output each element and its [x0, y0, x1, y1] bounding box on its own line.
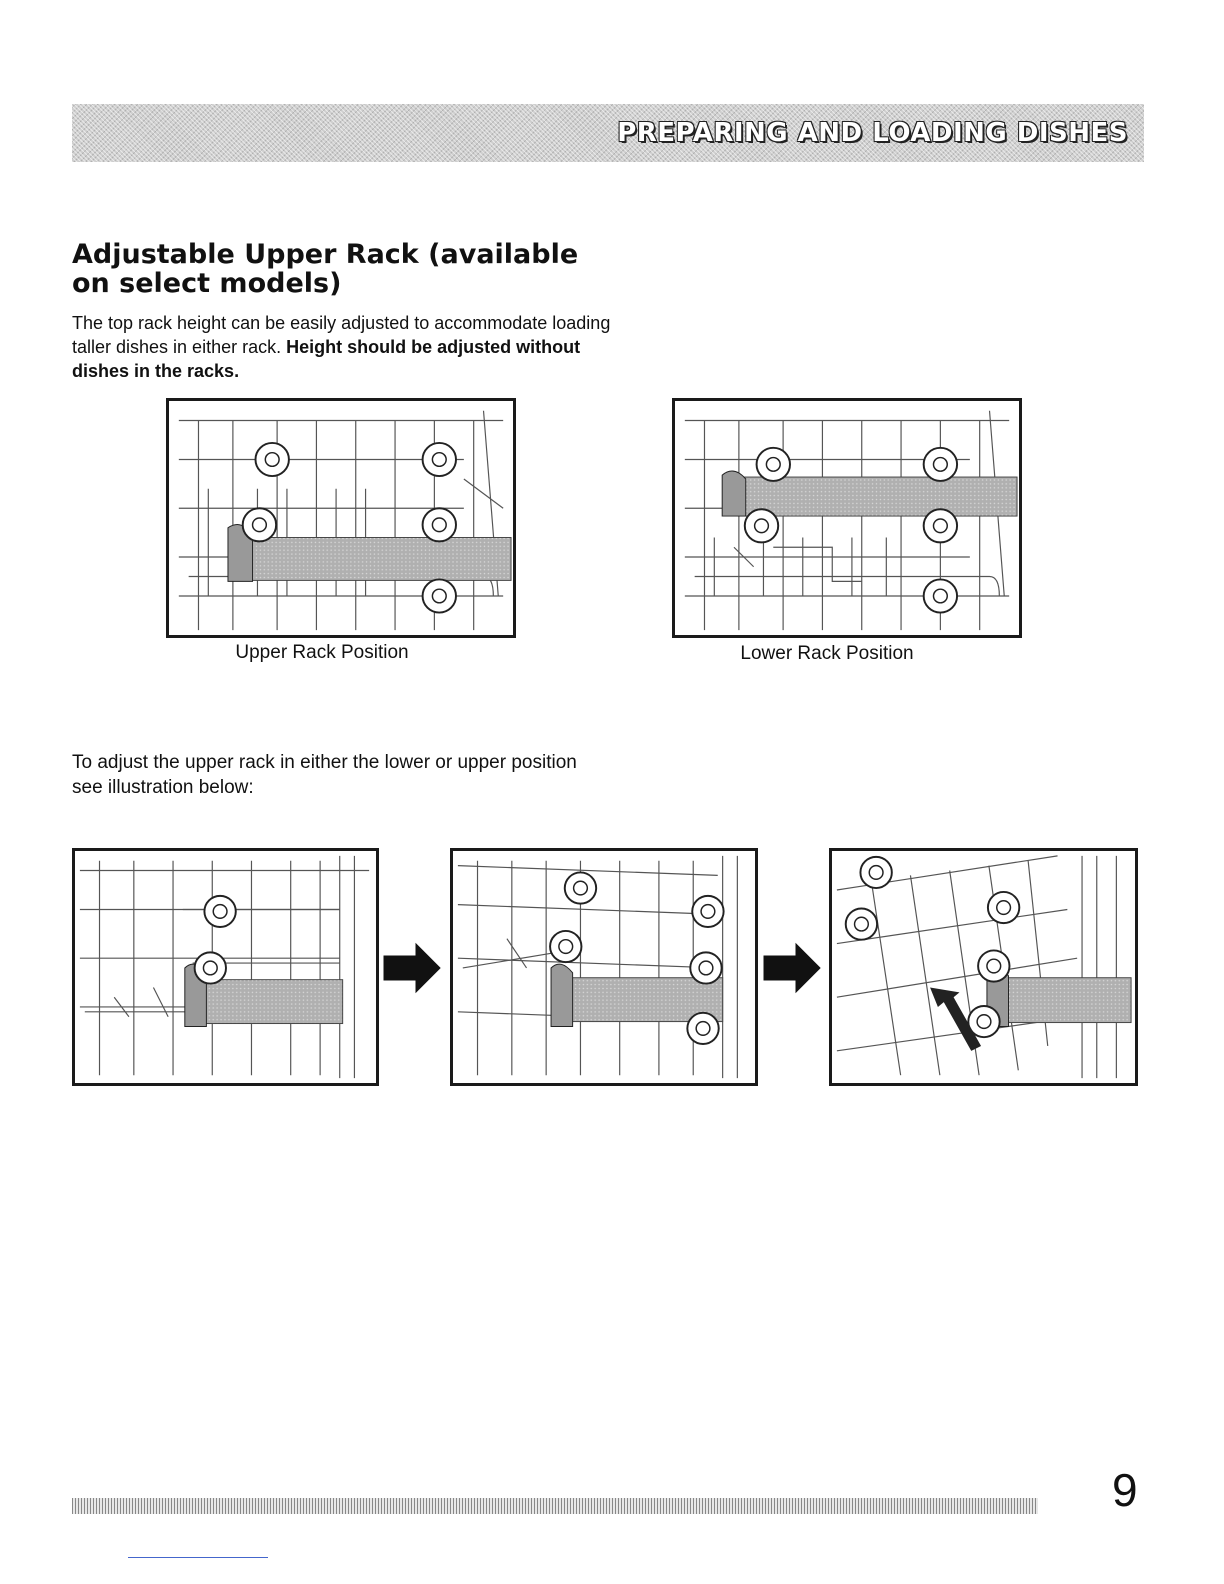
- arrow-up-left-icon: [930, 987, 982, 1051]
- step-1-illustration: [72, 848, 379, 1086]
- upper-rack-caption: Upper Rack Position: [235, 642, 409, 663]
- lower-rack-position-illustration: [672, 398, 1022, 638]
- step-2-illustration: [450, 848, 758, 1086]
- intro-bold-text: Height should be adjusted without dishes…: [72, 337, 581, 381]
- bottom-link-line: [128, 1557, 268, 1558]
- banner-title: PREPARING AND LOADING DISHES: [617, 118, 1128, 148]
- arrow-right-icon: [763, 942, 821, 994]
- intro-text: The top rack height can be easily adjust…: [72, 313, 611, 357]
- page-number: 9: [1112, 1464, 1138, 1516]
- footer-rule: [72, 1498, 1038, 1514]
- intro-paragraph: The top rack height can be easily adjust…: [72, 311, 612, 383]
- lower-rack-caption: Lower Rack Position: [740, 643, 914, 664]
- section-heading: Adjustable Upper Rack (available on sele…: [72, 239, 579, 299]
- section-banner: PREPARING AND LOADING DISHES: [72, 104, 1144, 162]
- step-3-illustration: [829, 848, 1138, 1086]
- adjust-instructions: To adjust the upper rack in either the l…: [72, 752, 577, 798]
- arrow-right-icon: [383, 942, 441, 994]
- upper-rack-position-illustration: [166, 398, 516, 638]
